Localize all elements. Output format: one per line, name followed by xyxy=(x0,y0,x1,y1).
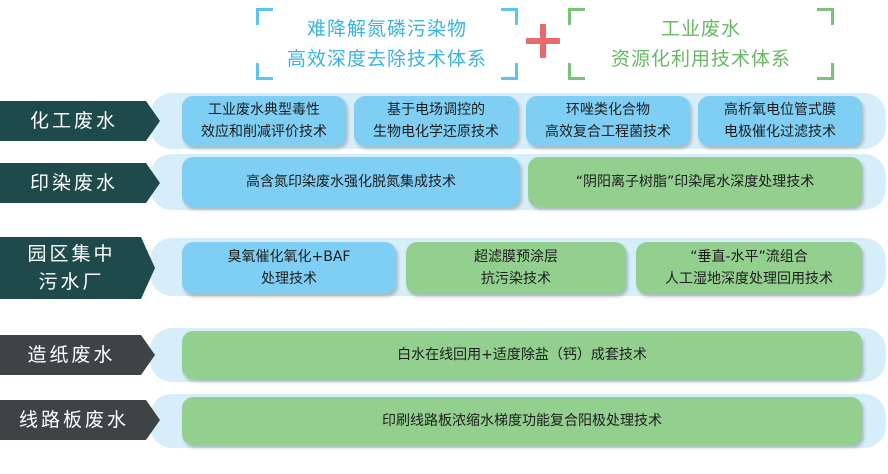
tech-box: “垂直-水平”流组合 人工湿地深度处理回用技术 xyxy=(636,242,862,294)
tech-box: 白水在线回用+适度除盐（钙）成套技术 xyxy=(182,331,862,379)
tech-box: “阴阳离子树脂”印染尾水深度处理技术 xyxy=(528,157,862,207)
tech-box: 基于电场调控的 生物电化学还原技术 xyxy=(354,96,518,146)
tech-box: 超滤膜预涂层 抗污染技术 xyxy=(406,242,626,294)
row-label-papermaking: 造纸废水 xyxy=(0,335,155,375)
tech-box: 臭氧催化氧化+BAF 处理技术 xyxy=(182,242,396,294)
header-title-right: 工业废水 资源化利用技术体系 xyxy=(610,18,791,70)
tech-box: 高含氮印染废水强化脱氮集成技术 xyxy=(182,157,520,207)
tech-box: 高析氧电位管式膜 电极催化过滤技术 xyxy=(698,96,862,146)
tech-box: 环唑类化合物 高效复合工程菌技术 xyxy=(526,96,690,146)
header-title-left: 难降解氮磷污染物 高效深度去除技术体系 xyxy=(286,18,487,70)
bracket-corner xyxy=(817,63,834,80)
bracket-corner xyxy=(256,8,273,25)
bracket-corner xyxy=(501,8,518,25)
row-label-chemical: 化工废水 xyxy=(0,101,160,141)
bracket-corner xyxy=(501,63,518,80)
tech-box: 工业废水典型毒性 效应和削减评价技术 xyxy=(182,96,346,146)
bracket-corner xyxy=(817,8,834,25)
plus-icon xyxy=(524,22,562,60)
row-label-industrial-park: 园区集中 污水厂 xyxy=(0,237,155,299)
bracket-corner xyxy=(568,8,585,25)
bracket-corner xyxy=(256,63,273,80)
row-label-dyeing: 印染废水 xyxy=(0,163,160,203)
tech-box: 印刷线路板浓缩水梯度功能复合阳极处理技术 xyxy=(182,397,862,445)
row-label-circuit-board: 线路板废水 xyxy=(0,400,160,440)
bracket-corner xyxy=(568,63,585,80)
header-nitrogen-phosphorus-system: 难降解氮磷污染物 高效深度去除技术体系 xyxy=(256,8,518,80)
header-resource-utilization-system: 工业废水 资源化利用技术体系 xyxy=(568,8,834,80)
